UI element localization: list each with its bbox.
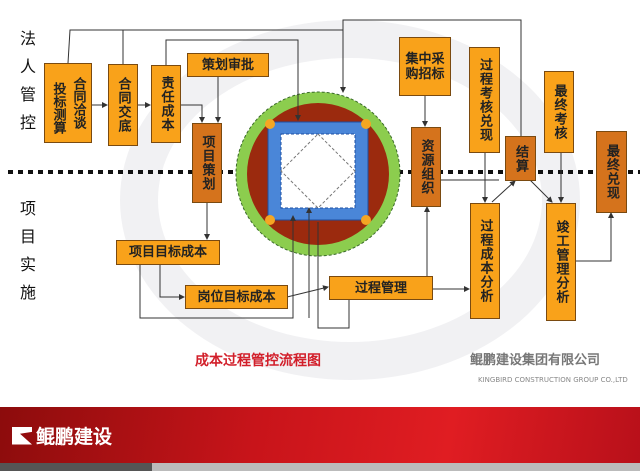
corner-dot xyxy=(361,119,371,129)
box-bid-contract: 投标测算 合同洽谈 xyxy=(44,63,92,143)
box-contract-handover: 合同交底 xyxy=(108,64,138,146)
box-contract-negotiation: 合同洽谈 xyxy=(70,77,86,129)
box-settlement: 结算 xyxy=(505,136,536,181)
footer-bar-dark xyxy=(0,463,152,471)
box-central-procurement: 集中采购招标 xyxy=(399,37,451,96)
box-project-planning: 项目策划 xyxy=(192,123,222,203)
corner-dot xyxy=(361,215,371,225)
box-responsibility-cost: 责任成本 xyxy=(151,65,181,143)
watermark-company-cn: 鲲鹏建设集团有限公司 xyxy=(470,353,601,368)
box-bid-estimate: 投标测算 xyxy=(50,82,66,134)
box-post-target-cost: 岗位目标成本 xyxy=(185,285,288,309)
box-final-assessment: 最终考核 xyxy=(544,71,574,153)
box-resource-organization: 资源组织 xyxy=(411,127,441,207)
box-process-cost-analysis: 过程成本分析 xyxy=(470,203,500,319)
box-process-management: 过程管理 xyxy=(329,276,433,300)
side-label-corporate: 法人管控 xyxy=(17,30,36,142)
footer-bar-light xyxy=(152,463,640,471)
footer-banner xyxy=(0,407,640,463)
corner-dot xyxy=(265,215,275,225)
brand-logo-icon xyxy=(12,426,32,445)
diagram-caption: 成本过程管控流程图 xyxy=(195,353,321,369)
box-final-payout: 最终兑现 xyxy=(596,131,627,213)
box-plan-approval: 策划审批 xyxy=(187,53,269,77)
watermark-company-en: KINGBIRD CONSTRUCTION GROUP CO.,LTD xyxy=(478,376,628,384)
connector-lines xyxy=(8,19,640,329)
brand-name: 鲲鹏建设 xyxy=(36,426,113,448)
box-project-target-cost: 项目目标成本 xyxy=(116,240,220,265)
white-center xyxy=(280,133,356,209)
corner-dot xyxy=(265,119,275,129)
brand: 鲲鹏建设 xyxy=(12,422,112,449)
box-process-assessment: 过程考核兑现 xyxy=(469,47,500,153)
box-completion-analysis: 竣工管理分析 xyxy=(546,203,576,321)
side-label-project: 项目实施 xyxy=(17,200,36,312)
